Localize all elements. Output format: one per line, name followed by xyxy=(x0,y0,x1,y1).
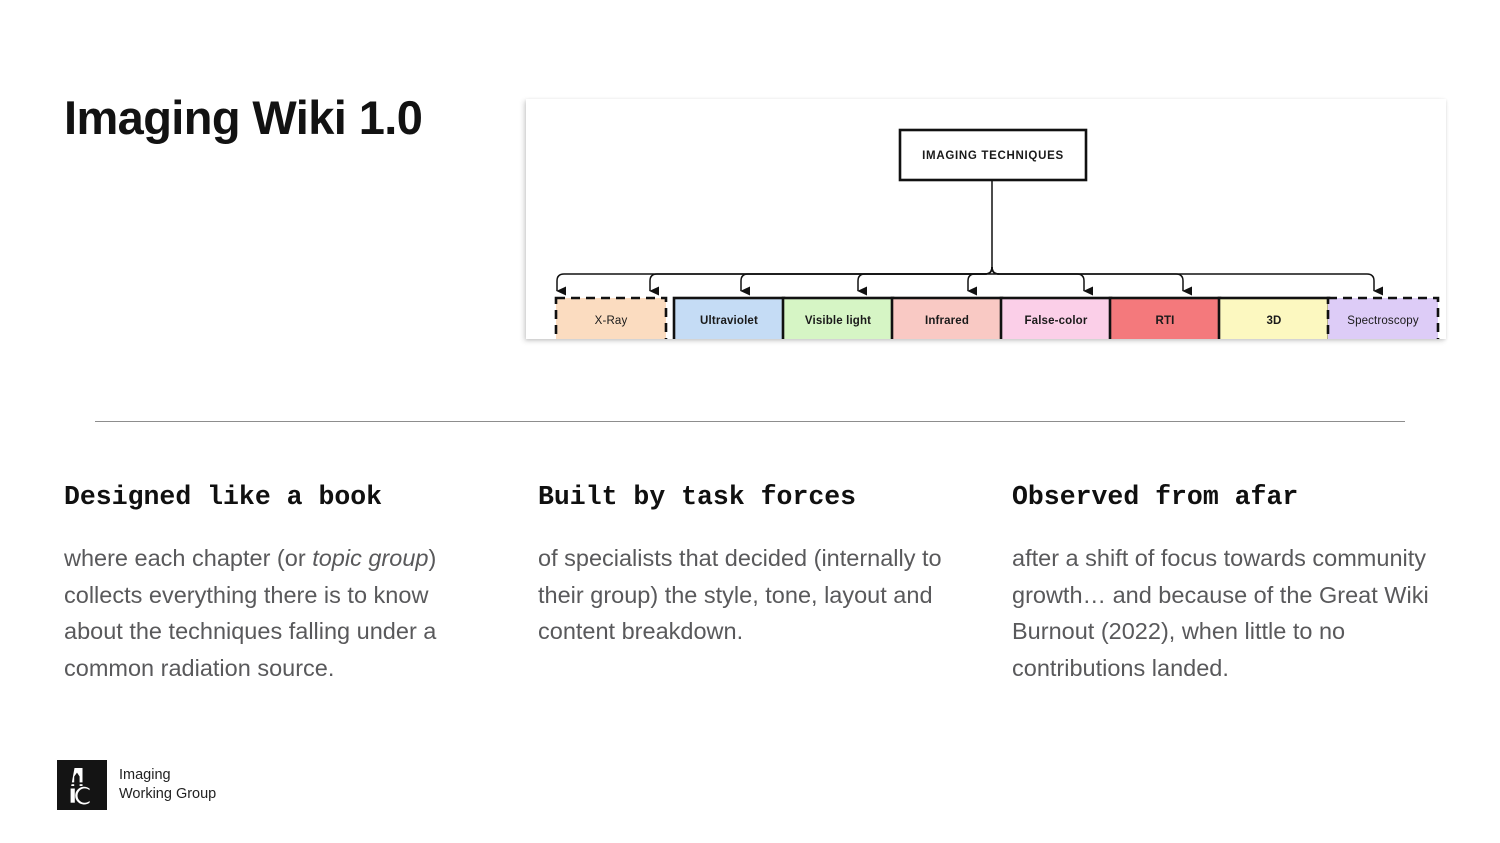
column-observed-from-afar: Observed from afar after a shift of focu… xyxy=(1012,482,1440,686)
imaging-techniques-diagram-card: IMAGING TECHNIQUES X-Ray Ultraviolet Vis… xyxy=(526,99,1446,339)
diagram-node-ultraviolet-label: Ultraviolet xyxy=(700,315,758,327)
connector-branch-8 xyxy=(991,266,1383,296)
connector-branch-7 xyxy=(991,266,1192,296)
three-column-section: Designed like a book where each chapter … xyxy=(64,482,1440,686)
connector-branch-3 xyxy=(740,266,993,296)
diagram-node-rti-label: RTI xyxy=(1156,315,1175,327)
column-body-part: ) collects everything there is to know a… xyxy=(64,545,437,681)
column-body-part: of specialists that decided (internally … xyxy=(538,545,942,645)
diagram-node-infrared[interactable]: Infrared xyxy=(890,296,1004,339)
column-body: of specialists that decided (internally … xyxy=(538,540,952,649)
diagram-node-false-color[interactable]: False-color xyxy=(999,296,1113,339)
diagram-node-3d[interactable]: 3D xyxy=(1217,296,1331,339)
aic-logo-mark-icon xyxy=(57,760,107,810)
column-body-part: where each chapter (or xyxy=(64,545,313,572)
column-body: after a shift of focus towards community… xyxy=(1012,540,1430,686)
logo-text-line1: Imaging xyxy=(119,766,171,783)
connector-branch-5 xyxy=(967,266,1000,296)
diagram-node-root-label: IMAGING TECHNIQUES xyxy=(922,150,1064,162)
imaging-techniques-tree-svg: IMAGING TECHNIQUES X-Ray Ultraviolet Vis… xyxy=(554,128,1440,339)
diagram-node-root[interactable]: IMAGING TECHNIQUES xyxy=(898,128,1088,182)
diagram-node-spectroscopy-label: Spectroscopy xyxy=(1347,315,1419,327)
diagram-node-ultraviolet[interactable]: Ultraviolet xyxy=(672,296,786,339)
logo-text: Imaging Working Group xyxy=(119,766,216,804)
column-heading: Designed like a book xyxy=(64,482,383,512)
connector-branch-6 xyxy=(991,266,1093,296)
diagram-node-3d-label: 3D xyxy=(1266,315,1281,327)
connector-branch-4 xyxy=(857,266,993,296)
diagram-node-rti[interactable]: RTI xyxy=(1108,296,1222,339)
column-designed-like-a-book: Designed like a book where each chapter … xyxy=(64,482,538,686)
column-heading: Observed from afar xyxy=(1012,482,1299,512)
diagram-node-false-color-label: False-color xyxy=(1024,315,1087,327)
logo-text-line2: Working Group xyxy=(119,786,217,802)
diagram-node-infrared-label: Infrared xyxy=(925,315,969,327)
imaging-working-group-logo: Imaging Working Group xyxy=(57,760,216,810)
column-built-by-task-forces: Built by task forces of specialists that… xyxy=(538,482,1012,686)
section-divider xyxy=(95,421,1405,422)
connector-branch-1 xyxy=(556,266,993,296)
column-body-part-italic: topic group xyxy=(312,545,429,572)
column-heading: Built by task forces xyxy=(538,482,857,512)
diagram-node-visible-light-label: Visible light xyxy=(805,315,871,327)
connector-branch-2 xyxy=(649,266,993,296)
diagram-node-spectroscopy[interactable]: Spectroscopy xyxy=(1326,296,1440,339)
diagram-node-visible-light[interactable]: Visible light xyxy=(781,296,895,339)
column-body-part: after a shift of focus towards community… xyxy=(1012,545,1429,681)
column-body: where each chapter (or topic group) coll… xyxy=(64,540,478,686)
page-title: Imaging Wiki 1.0 xyxy=(64,91,423,144)
diagram-node-x-ray-label: X-Ray xyxy=(595,315,628,327)
diagram-node-x-ray[interactable]: X-Ray xyxy=(554,296,668,339)
diagram-connectors xyxy=(556,180,1383,296)
